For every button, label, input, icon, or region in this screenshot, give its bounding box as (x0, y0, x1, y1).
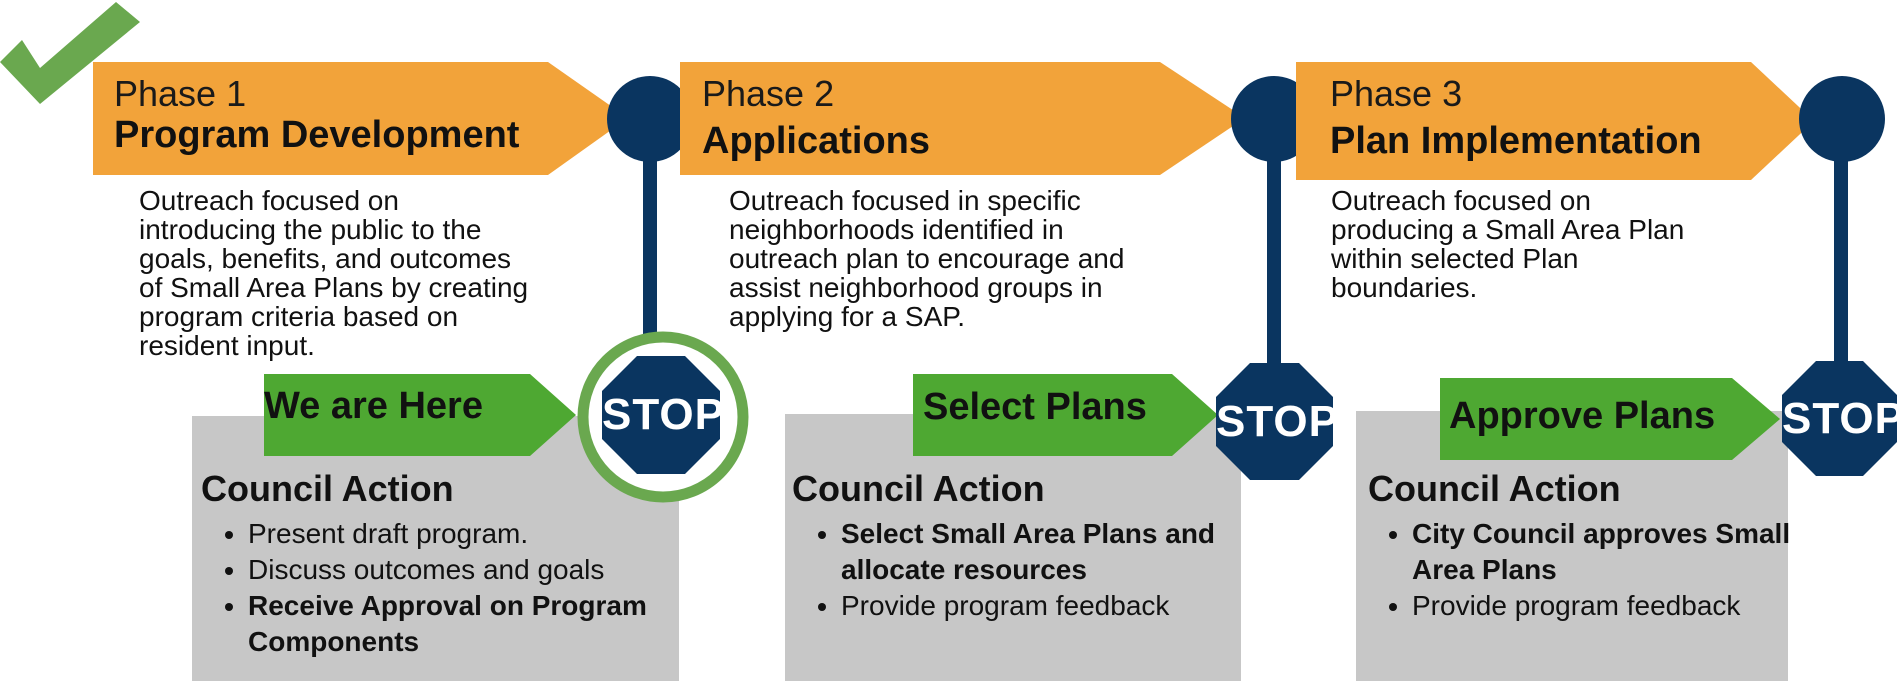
checkmark-icon (0, 2, 140, 104)
phase-3-description-line: boundaries. (1331, 272, 1478, 303)
phase-2-description-line: neighborhoods identified in (729, 214, 1064, 245)
phase-2-description-line: applying for a SAP. (729, 301, 966, 332)
phase-3-card-title: Council Action (1368, 468, 1621, 509)
phase-1-green-label: We are Here (264, 385, 483, 427)
phase-1-arrow (93, 62, 628, 175)
phase-2-description: Outreach focused in specific neighborhoo… (729, 186, 1219, 331)
phase-2-green-label: Select Plans (923, 386, 1147, 428)
phase-3-description-line: within selected Plan (1331, 243, 1579, 274)
phase-2-description-line: outreach plan to encourage and (729, 243, 1125, 274)
phase-3-description-line: producing a Small Area Plan (1331, 214, 1685, 245)
phase-2-description-line: assist neighborhood groups in (729, 272, 1103, 303)
phase-3-action-item: Provide program feedback (1412, 588, 1832, 624)
phase-3-council-card: Council Action City Council approves Sma… (1356, 411, 1790, 681)
phase-2-arrow (680, 62, 1245, 175)
phase-2-stop-label: STOP (1216, 397, 1340, 446)
phase-1-description-line: program criteria based on (139, 301, 459, 332)
phase-1-description-line: of Small Area Plans by creating (139, 272, 529, 303)
phase-3-action-item: City Council approves Small Area Plans (1412, 516, 1832, 588)
phase-2-council-card: Council Action Select Small Area Plans a… (785, 414, 1241, 681)
phase-1-description-line: resident input. (139, 330, 315, 361)
phase-1-card-title: Council Action (201, 468, 454, 509)
phase-3-stop-label: STOP (1782, 394, 1897, 443)
phase-1-action-item: Present draft program. (248, 516, 718, 552)
phase-2-stop-sign (1216, 363, 1333, 480)
phase-2-pole (1267, 118, 1281, 378)
phase-1-description-line: Outreach focused on (139, 185, 399, 216)
phase-1-number: Phase 1 (114, 73, 247, 114)
phase-3-pole (1834, 118, 1848, 376)
phase-1-action-item: Receive Approval on Program Components (248, 588, 718, 660)
phase-1-action-item: Discuss outcomes and goals (248, 552, 718, 588)
phase-2-action-item: Select Small Area Plans and allocate res… (841, 516, 1271, 588)
phase-3-title: Plan Implementation (1330, 120, 1702, 162)
phase-3-pole-knob (1799, 76, 1885, 162)
phase-2-green-arrow (913, 374, 1218, 456)
phase-1-title: Program Development (114, 114, 520, 156)
phase-3-stop-sign (1782, 361, 1897, 476)
phase-1-description: Outreach focused on introducing the publ… (139, 186, 609, 360)
phase-1-green-arrow (264, 374, 576, 456)
phase-2-action-item: Provide program feedback (841, 588, 1271, 624)
phase-1-pole-knob (607, 76, 693, 162)
phase-3-green-arrow (1440, 378, 1780, 460)
phase-3-description: Outreach focused on producing a Small Ar… (1331, 186, 1771, 302)
phase-3-green-label: Approve Plans (1449, 395, 1716, 437)
phase-2-action-list: Select Small Area Plans and allocate res… (785, 516, 1271, 624)
phase-2-card-title: Council Action (792, 468, 1045, 509)
phase-1-pole (643, 118, 657, 368)
phase-2-description-line: Outreach focused in specific (729, 185, 1081, 216)
phase-2-title: Applications (702, 120, 931, 162)
phase-1-action-list: Present draft program. Discuss outcomes … (192, 516, 718, 660)
phase-1-description-line: goals, benefits, and outcomes (139, 243, 512, 274)
phase-2-number: Phase 2 (702, 73, 835, 114)
phase-1-stop-sign (602, 356, 720, 474)
phase-3-action-list: City Council approves Small Area Plans P… (1356, 516, 1832, 624)
phase-1-description-line: introducing the public to the (139, 214, 482, 245)
phase-1-stop-label: STOP (602, 390, 726, 439)
phase-3-number: Phase 3 (1330, 73, 1463, 114)
phase-3-arrow (1296, 62, 1814, 180)
phase-3-description-line: Outreach focused on (1331, 185, 1591, 216)
